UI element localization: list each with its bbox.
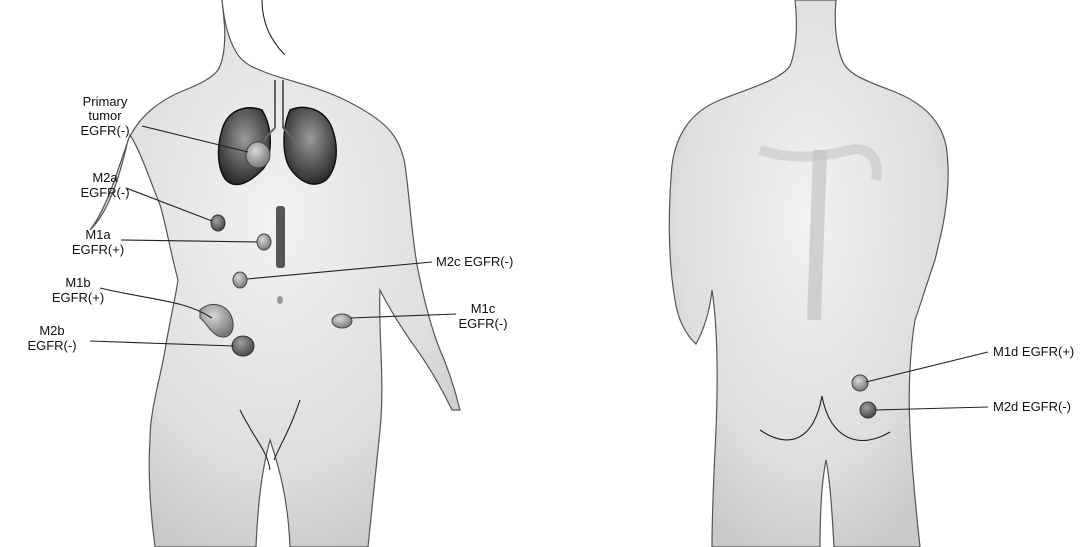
m1a-nodule: [257, 234, 271, 250]
primary-label-line2: tumor: [88, 108, 122, 123]
m2c-label: M2c EGFR(-): [436, 254, 513, 269]
back-body: [669, 0, 948, 547]
primary-tumor-nodule: [246, 142, 270, 168]
spine-shade: [814, 150, 820, 320]
m1c-label-line2: EGFR(-): [458, 316, 507, 331]
m1c-nodule: [332, 314, 352, 328]
front-navel: [277, 296, 283, 304]
m2b-label-line1: M2b: [39, 323, 64, 338]
m2a-label-line1: M2a: [92, 170, 118, 185]
esophagus: [276, 206, 285, 268]
m2d-nodule: [860, 402, 876, 418]
m1a-label-line2: EGFR(+): [72, 242, 124, 257]
back-labels: M1d EGFR(+) M2d EGFR(-): [993, 344, 1074, 414]
m1b-label-line1: M1b: [65, 275, 90, 290]
m2c-nodule: [233, 272, 247, 288]
m2b-nodule: [232, 336, 254, 356]
m1d-nodule: [852, 375, 868, 391]
m2b-label-line2: EGFR(-): [27, 338, 76, 353]
m1a-label-line1: M1a: [85, 227, 111, 242]
m2a-nodule: [211, 215, 225, 231]
m1d-label: M1d EGFR(+): [993, 344, 1074, 359]
m1b-label-line2: EGFR(+): [52, 290, 104, 305]
m2d-label: M2d EGFR(-): [993, 399, 1071, 414]
primary-label-line1: Primary: [83, 94, 128, 109]
front-neck-line: [262, 0, 285, 55]
m1c-label-line1: M1c: [471, 301, 496, 316]
front-body: [90, 0, 460, 547]
m2a-label-line2: EGFR(-): [80, 185, 129, 200]
primary-label-line3: EGFR(-): [80, 123, 129, 138]
